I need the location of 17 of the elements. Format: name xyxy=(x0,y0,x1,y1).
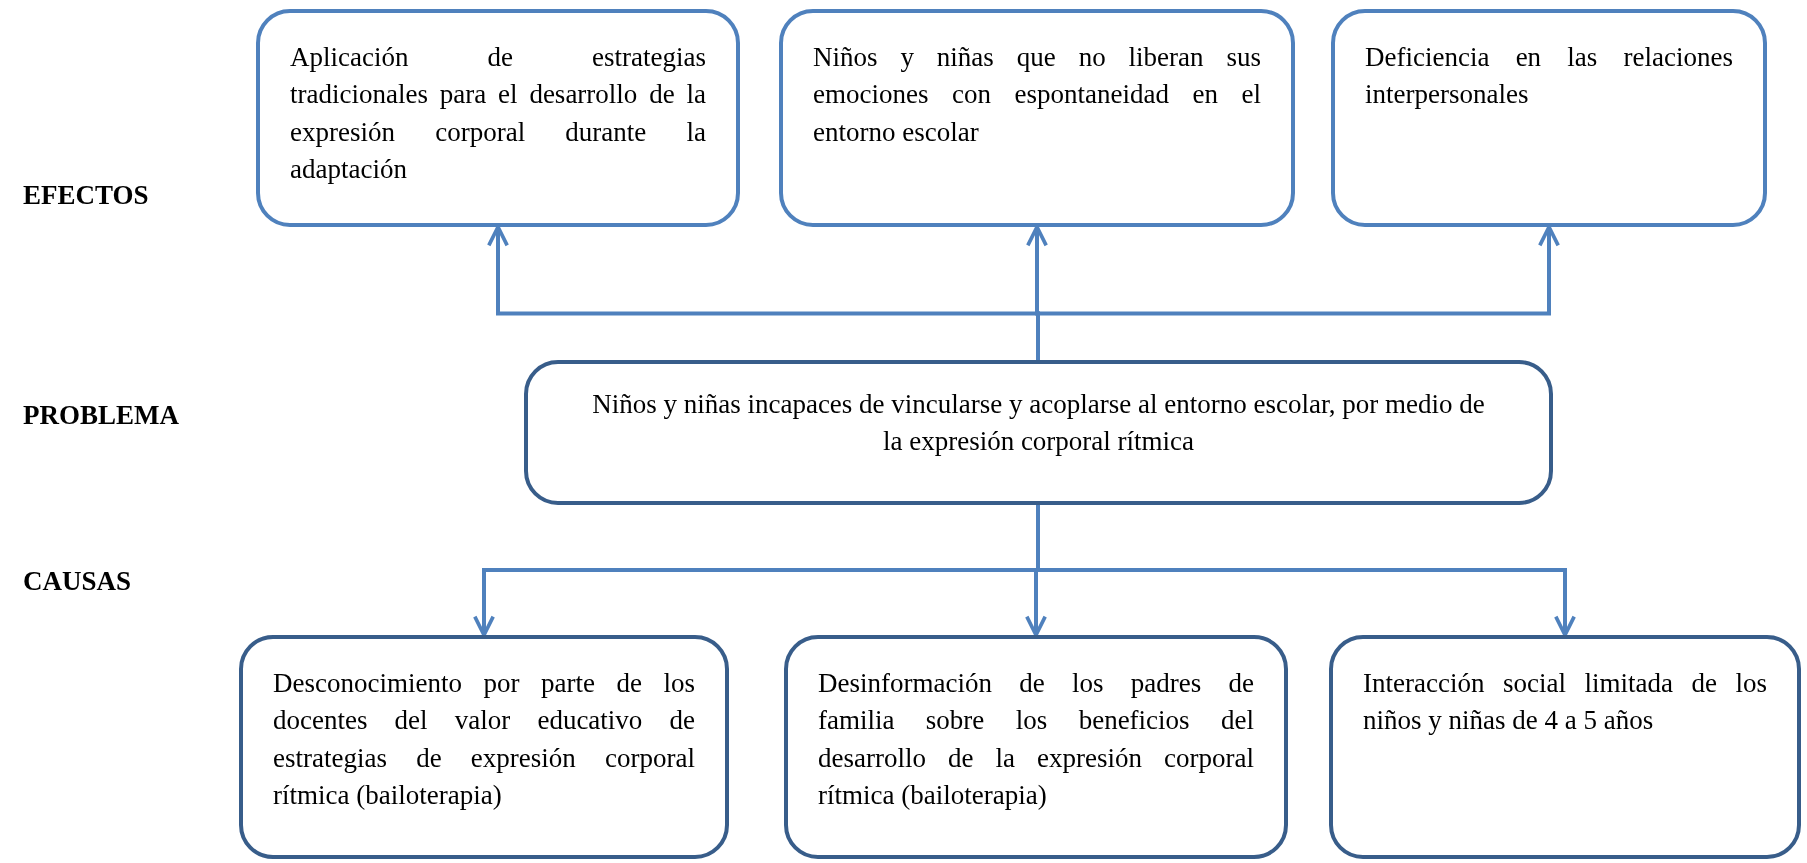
row-heading: EFECTOS xyxy=(23,180,149,211)
box-text: Deficiencia en las relaciones interpersonales xyxy=(1365,41,1733,112)
box-text: Desconocimiento por parte de los docentes del valor educativo de estrategias de expresión corporal rítmica (bailoterapia) xyxy=(273,667,695,812)
effect-box xyxy=(1331,9,1767,227)
box-text: Aplicación de estrategias tradicionales para el desarrollo de la expresión corporal durante la adaptación xyxy=(290,41,706,186)
problem-box xyxy=(524,360,1553,505)
box-text: Desinformación de los padres de familia sobre los beneficios del desarrollo de la expresión corporal rítmica (bailoterapia) xyxy=(818,667,1254,812)
box-text: Niños y niñas incapaces de vincularse y acoplarse al entorno escolar, por medio de la expresión corporal rítmica xyxy=(591,388,1486,459)
box-text: Niños y niñas que no liberan sus emociones con espontaneidad en el entorno escolar xyxy=(813,41,1261,149)
box-text: Interacción social limitada de los niños y niñas de 4 a 5 años xyxy=(1363,667,1767,738)
cause-box xyxy=(239,635,729,859)
effect-box xyxy=(256,9,740,227)
cause-box xyxy=(784,635,1288,859)
row-heading: PROBLEMA xyxy=(23,400,179,431)
row-heading: CAUSAS xyxy=(23,566,132,597)
cause-box xyxy=(1329,635,1801,859)
effect-box xyxy=(779,9,1295,227)
